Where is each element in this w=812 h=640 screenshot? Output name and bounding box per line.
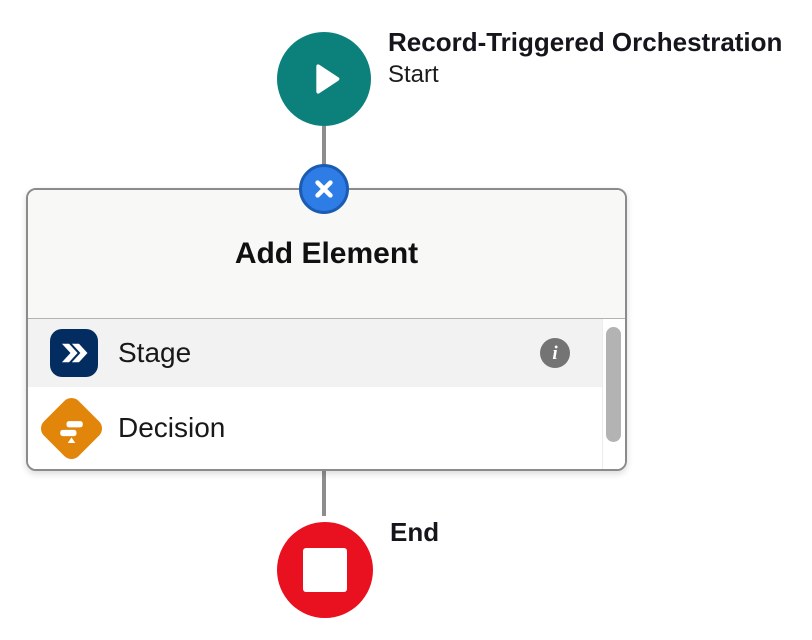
end-node-labels: End [390,516,439,549]
close-icon [308,173,340,205]
stop-icon [303,548,347,592]
scrollbar-track[interactable] [602,319,625,469]
start-node-labels: Record-Triggered Orchestration Start [388,26,782,90]
popup-title: Add Element [234,237,419,270]
end-node-button[interactable] [277,522,373,618]
decision-icon [36,393,106,463]
list-item-decision[interactable]: Decision [28,387,603,469]
list-item-label: Stage [118,337,192,368]
element-list: Stage i Decision [28,319,625,469]
add-element-popup: Add Element Stage i [26,188,627,471]
start-node-button[interactable] [277,32,371,126]
stage-icon [50,329,98,377]
end-node-title: End [390,517,440,547]
add-element-close-button[interactable] [299,164,349,214]
connector-line-top [322,126,326,166]
connector-line-bottom [322,470,326,516]
play-icon [301,56,347,102]
list-item-stage[interactable]: Stage i [28,319,603,387]
start-node-subtitle: Start [388,61,439,88]
info-icon[interactable]: i [540,338,570,368]
start-node-title: Record-Triggered Orchestration [388,27,783,57]
list-item-label: Decision [118,412,226,443]
scrollbar-thumb[interactable] [606,327,621,442]
